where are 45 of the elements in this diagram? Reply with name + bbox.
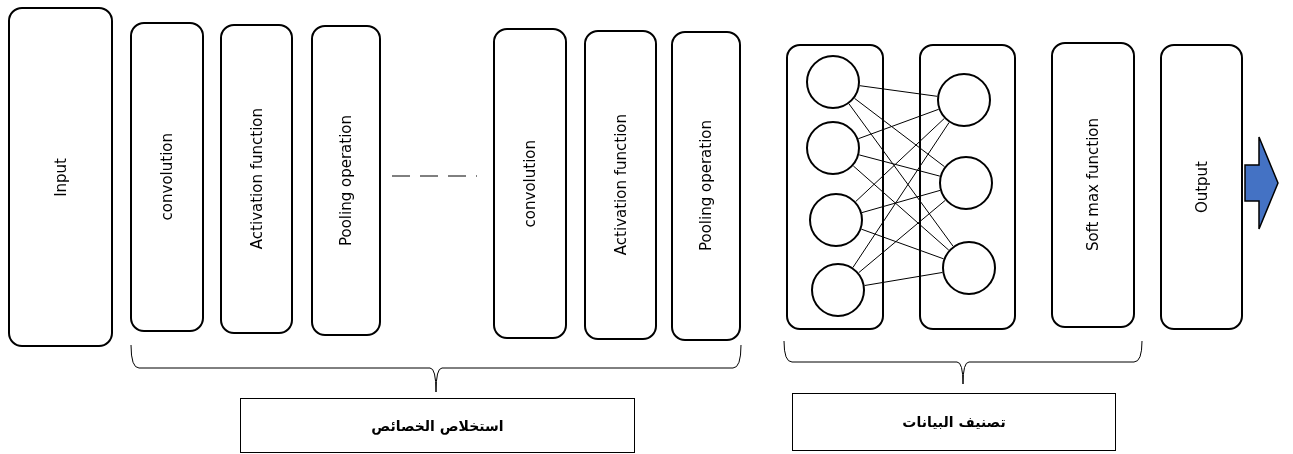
output-box xyxy=(1160,44,1243,330)
label-box xyxy=(240,398,635,453)
connection-line xyxy=(864,271,943,287)
block-arrow xyxy=(1244,136,1279,230)
neuron-layer-box xyxy=(786,44,884,330)
connection-line xyxy=(859,85,938,97)
layer-label: Activation function xyxy=(247,108,266,250)
layer-box xyxy=(130,22,204,332)
neuron-circle xyxy=(806,121,860,175)
layer-label: Input xyxy=(51,157,70,197)
connection-line xyxy=(852,165,950,251)
layer-box xyxy=(493,28,567,339)
connection-line xyxy=(855,117,945,203)
neuron-layer-box xyxy=(919,44,1016,330)
layer-box xyxy=(311,25,381,336)
section-label: تصنيف البيانات xyxy=(902,414,1006,430)
layer-box xyxy=(671,31,741,341)
neuron-circle xyxy=(806,55,860,109)
layer-label: Activation function xyxy=(611,114,630,256)
connection-line xyxy=(858,154,941,177)
connection-line xyxy=(858,199,946,274)
connection-line xyxy=(848,103,954,247)
connection-line xyxy=(852,122,950,268)
input-box xyxy=(8,7,113,347)
neuron-circle xyxy=(942,241,996,295)
layer-label: convolution xyxy=(521,139,539,228)
layer-label: convolution xyxy=(158,133,176,221)
connection-line xyxy=(860,228,945,260)
section-label: استخلاص الخصائص xyxy=(371,417,504,434)
layer-box xyxy=(584,30,657,340)
layer-box xyxy=(1051,42,1135,328)
connection-line xyxy=(861,189,941,214)
layer-box xyxy=(220,24,293,334)
neuron-circle xyxy=(809,193,863,247)
neuron-circle xyxy=(811,263,865,317)
dashed-line xyxy=(391,175,478,177)
label-box xyxy=(792,393,1116,451)
layer-label: Output xyxy=(1192,160,1211,214)
neuron-circle xyxy=(937,73,991,127)
layer-label: Soft max function xyxy=(1084,118,1102,252)
connection-line xyxy=(854,97,945,168)
neuron-circle xyxy=(939,156,993,210)
layer-label: Pooling operation xyxy=(337,115,355,246)
connection-line xyxy=(857,108,940,140)
layer-label: Pooling operation xyxy=(697,120,715,252)
